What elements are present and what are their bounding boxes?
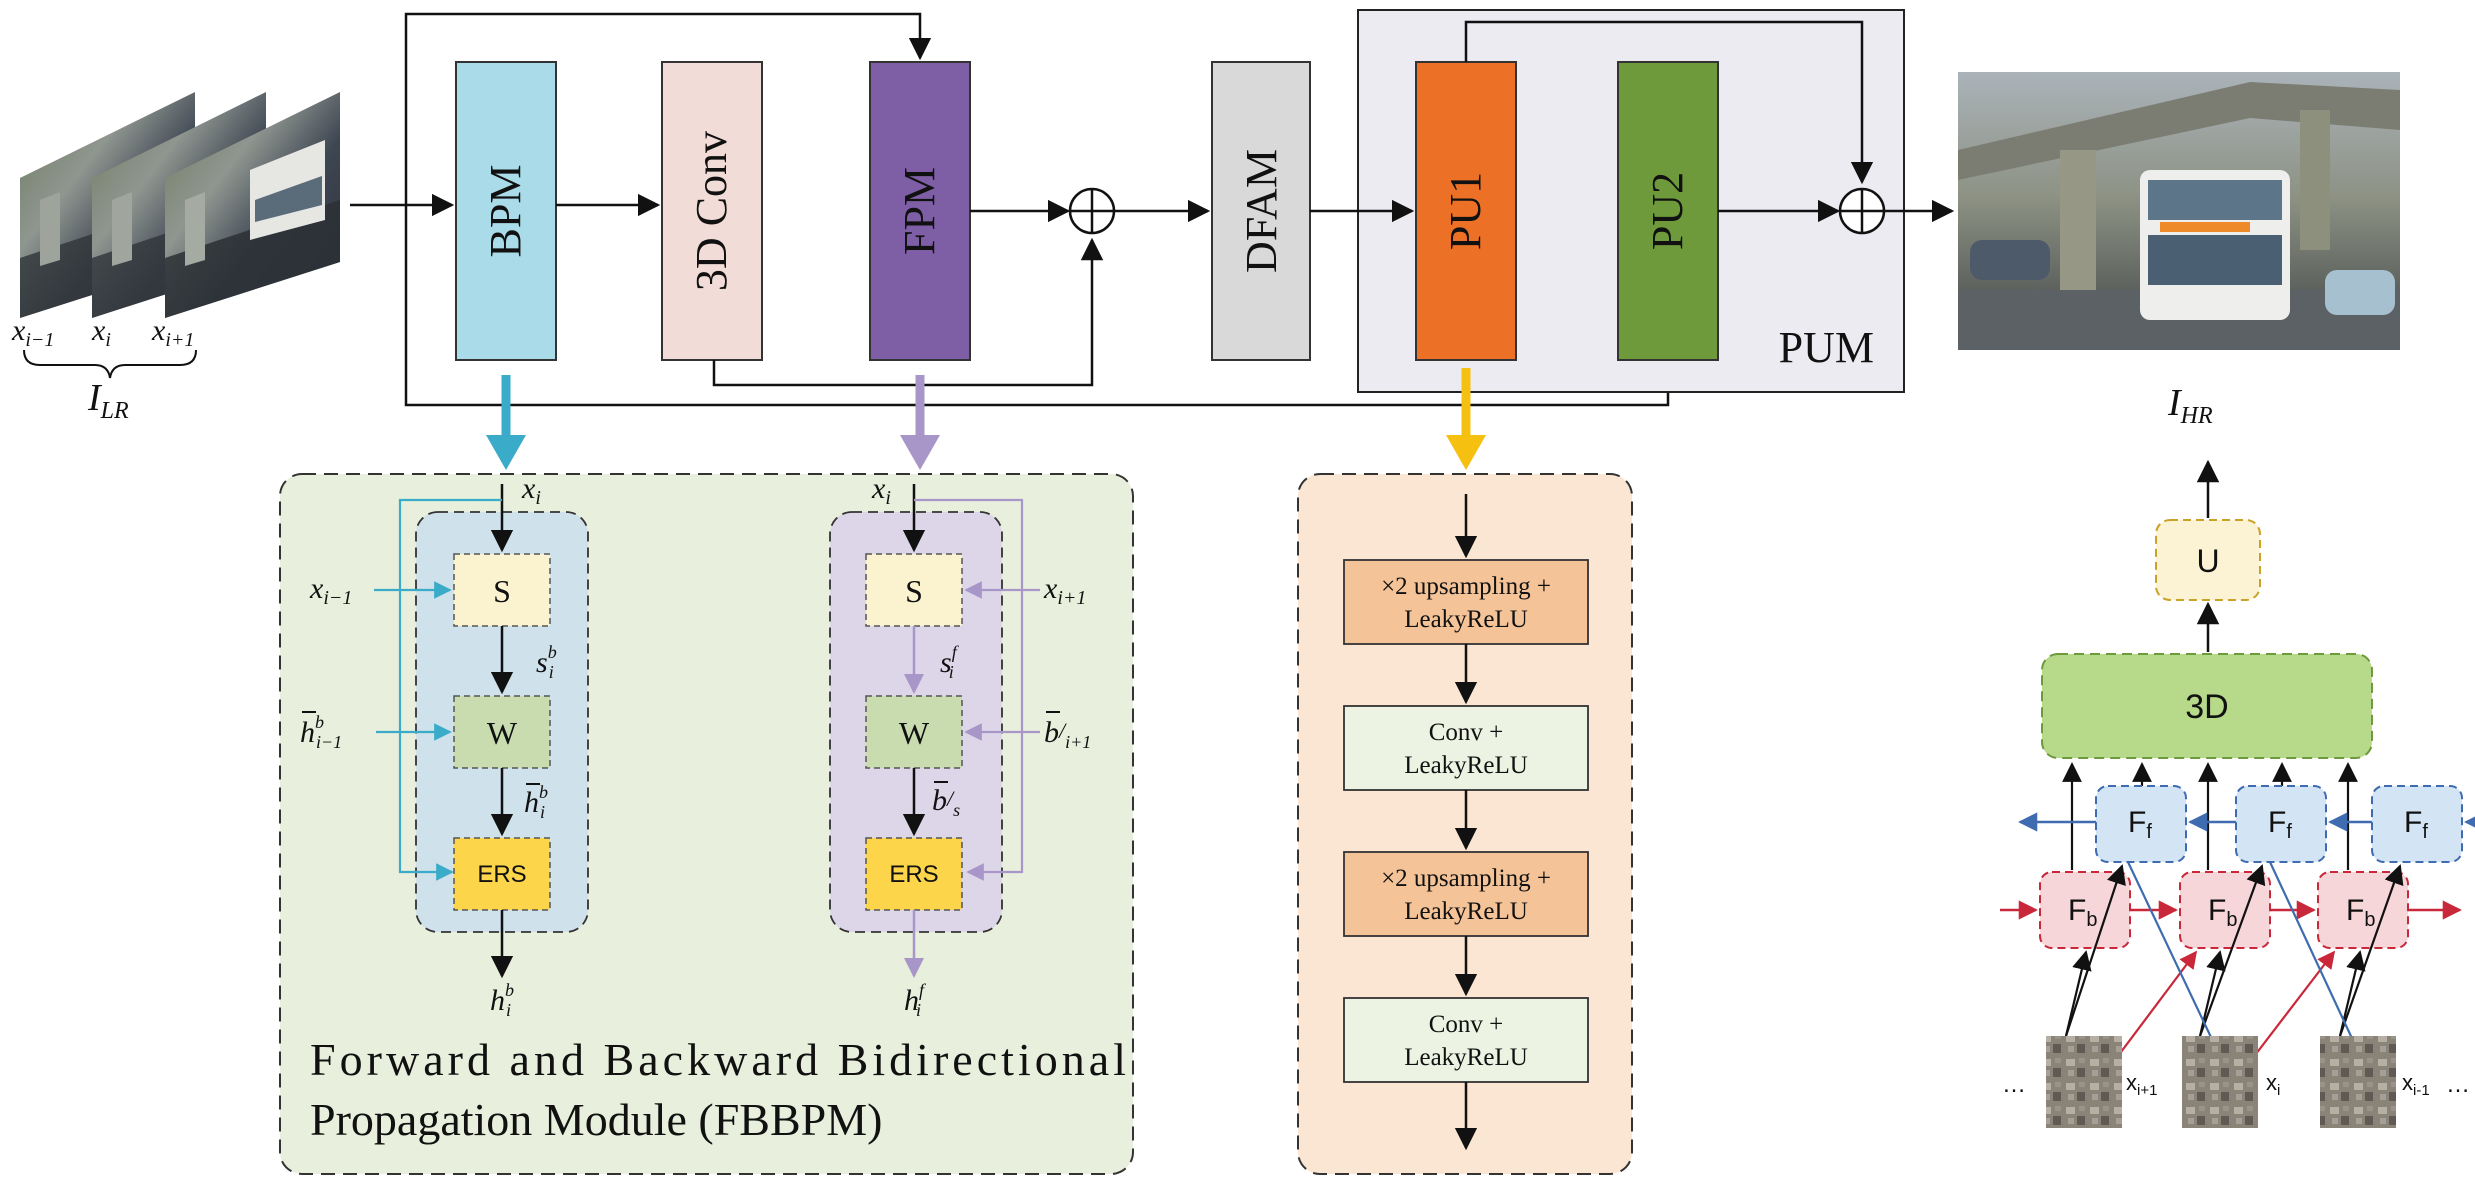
pu1-skip-connection [1464, 20, 1874, 185]
sum-node-2 [1838, 187, 1886, 235]
pu-detail-arrow [1446, 368, 1486, 470]
bwd-w-label: W [487, 715, 518, 751]
rp-frame-2: xi [2182, 1036, 2280, 1128]
input-frame-next [165, 92, 340, 318]
rp-fb-block-2[interactable]: Fb [2179, 871, 2271, 949]
sum-node-1 [1068, 187, 1116, 235]
bpm-block[interactable]: BPM [455, 61, 557, 361]
fwd-ers-block[interactable] [865, 837, 963, 911]
rp-frame-1-label: xi+1 [2126, 1070, 2157, 1099]
rp-upward-arrows [2062, 762, 2358, 870]
bpm-detail-arrow [486, 375, 526, 470]
rp-fb-block-3[interactable]: Fb [2317, 871, 2409, 949]
bwd-blue-bypass [398, 498, 502, 881]
pu1-label: PU1 [1441, 172, 1490, 250]
fwd-s-label: S [905, 573, 923, 609]
rp-fb-label-1: Fb [2068, 894, 2097, 931]
bus-shape [2140, 170, 2290, 320]
rp-fb-label-2: Fb [2208, 894, 2237, 931]
bwd-w-block[interactable] [453, 695, 551, 769]
bwd-s-block[interactable] [453, 553, 551, 627]
pu-step-2[interactable]: Conv + LeakyReLU [1343, 705, 1589, 791]
conv3d-block[interactable]: 3D Conv [661, 61, 763, 361]
svg-text:xi: xi [91, 314, 111, 351]
fwd-w-block[interactable] [865, 695, 963, 769]
pu-step-3-line2: LeakyReLU [1404, 898, 1528, 925]
rp-ff-label-2: Ff [2268, 806, 2292, 843]
conv3d-label: 3D Conv [687, 131, 736, 291]
pu-step-2-line1: Conv + [1429, 719, 1504, 746]
pu-step-4-line2: LeakyReLU [1404, 1044, 1528, 1071]
conv3d-to-sum-skip [712, 237, 1104, 387]
pu-step-4-line1: Conv + [1429, 1011, 1504, 1038]
fbbpm-title-line2: Propagation Module (FBBPM) [310, 1094, 882, 1145]
bwd-input-label: xi [521, 472, 541, 509]
fwd-w-label: W [899, 715, 930, 751]
rp-ellipsis-right: … [2446, 1071, 2470, 1098]
fwd-input-label: xi [871, 472, 891, 509]
fwd-hidden-next-label: b/i+1 [1044, 716, 1091, 752]
pu-step-3[interactable]: ×2 upsampling + LeakyReLU [1343, 851, 1589, 937]
rp-frame-3-label: xi-1 [2402, 1070, 2430, 1099]
bwd-s-label: S [493, 573, 511, 609]
fpm-label: FPM [895, 167, 944, 255]
rp-3d-label: 3D [2185, 688, 2228, 726]
fpm-detail-arrow [900, 375, 940, 470]
fpm-block[interactable]: FPM [869, 61, 971, 361]
svg-text:xi+1: xi+1 [151, 314, 194, 351]
rp-u-label: U [2196, 543, 2219, 579]
fwd-purple-bypass [914, 498, 1024, 881]
fwd-w-output-label: b/s [932, 784, 960, 820]
rp-ff-block-2[interactable]: Ff [2235, 785, 2327, 863]
pu-step-1-line1: ×2 upsampling + [1381, 573, 1551, 600]
bwd-ers-label: ERS [477, 861, 526, 888]
rp-fb-label-3: Fb [2346, 894, 2375, 931]
bpm-label: BPM [481, 165, 530, 258]
rp-ff-block-1[interactable]: Ff [2095, 785, 2187, 863]
input-frames [20, 92, 340, 318]
bwd-prev-frame-label: xi−1 [309, 572, 352, 609]
rp-3d-block[interactable]: 3D [2041, 653, 2373, 759]
input-frame-labels: xi−1 xi xi+1 [11, 314, 194, 351]
fbbpm-title-line1: Forward and Backward Bidirectional [310, 1034, 1126, 1085]
rp-ff-label-1: Ff [2128, 806, 2152, 843]
fwd-ers-label: ERS [889, 861, 938, 888]
rp-frame-1: xi+1 [2046, 1036, 2157, 1128]
rp-frame-connections [2064, 861, 2404, 1091]
pu-step-2-line2: LeakyReLU [1404, 752, 1528, 779]
fwd-next-frame-label: xi+1 [1043, 572, 1086, 609]
rp-u-block[interactable]: U [2155, 519, 2261, 601]
bwd-ers-block[interactable] [453, 837, 551, 911]
pum-label: PUM [1779, 323, 1874, 372]
output-hr-image [1958, 72, 2400, 350]
ihr-label: IHR [2167, 382, 2213, 429]
skip-connection-top [404, 12, 932, 205]
dfam-label: DFAM [1237, 149, 1286, 273]
pu-step-1-line2: LeakyReLU [1404, 606, 1528, 633]
pu2-block[interactable]: PU2 [1617, 61, 1719, 361]
rp-ellipsis-left: … [2002, 1071, 2026, 1098]
svg-text:xi−1: xi−1 [11, 314, 54, 351]
pu-step-4[interactable]: Conv + LeakyReLU [1343, 997, 1589, 1083]
rp-ff-block-3[interactable]: Ff [2371, 785, 2463, 863]
pu-step-3-line1: ×2 upsampling + [1381, 865, 1551, 892]
ilr-label: ILR [87, 377, 129, 424]
pu-step-1[interactable]: ×2 upsampling + LeakyReLU [1343, 559, 1589, 645]
rp-frame-3: xi-1 [2320, 1036, 2430, 1128]
pu2-label: PU2 [1643, 172, 1692, 250]
rp-frame-2-label: xi [2266, 1070, 2280, 1099]
input-brace [23, 349, 197, 379]
dfam-block[interactable]: DFAM [1211, 61, 1311, 361]
pu1-block[interactable]: PU1 [1415, 61, 1517, 361]
rp-ff-label-3: Ff [2404, 806, 2428, 843]
